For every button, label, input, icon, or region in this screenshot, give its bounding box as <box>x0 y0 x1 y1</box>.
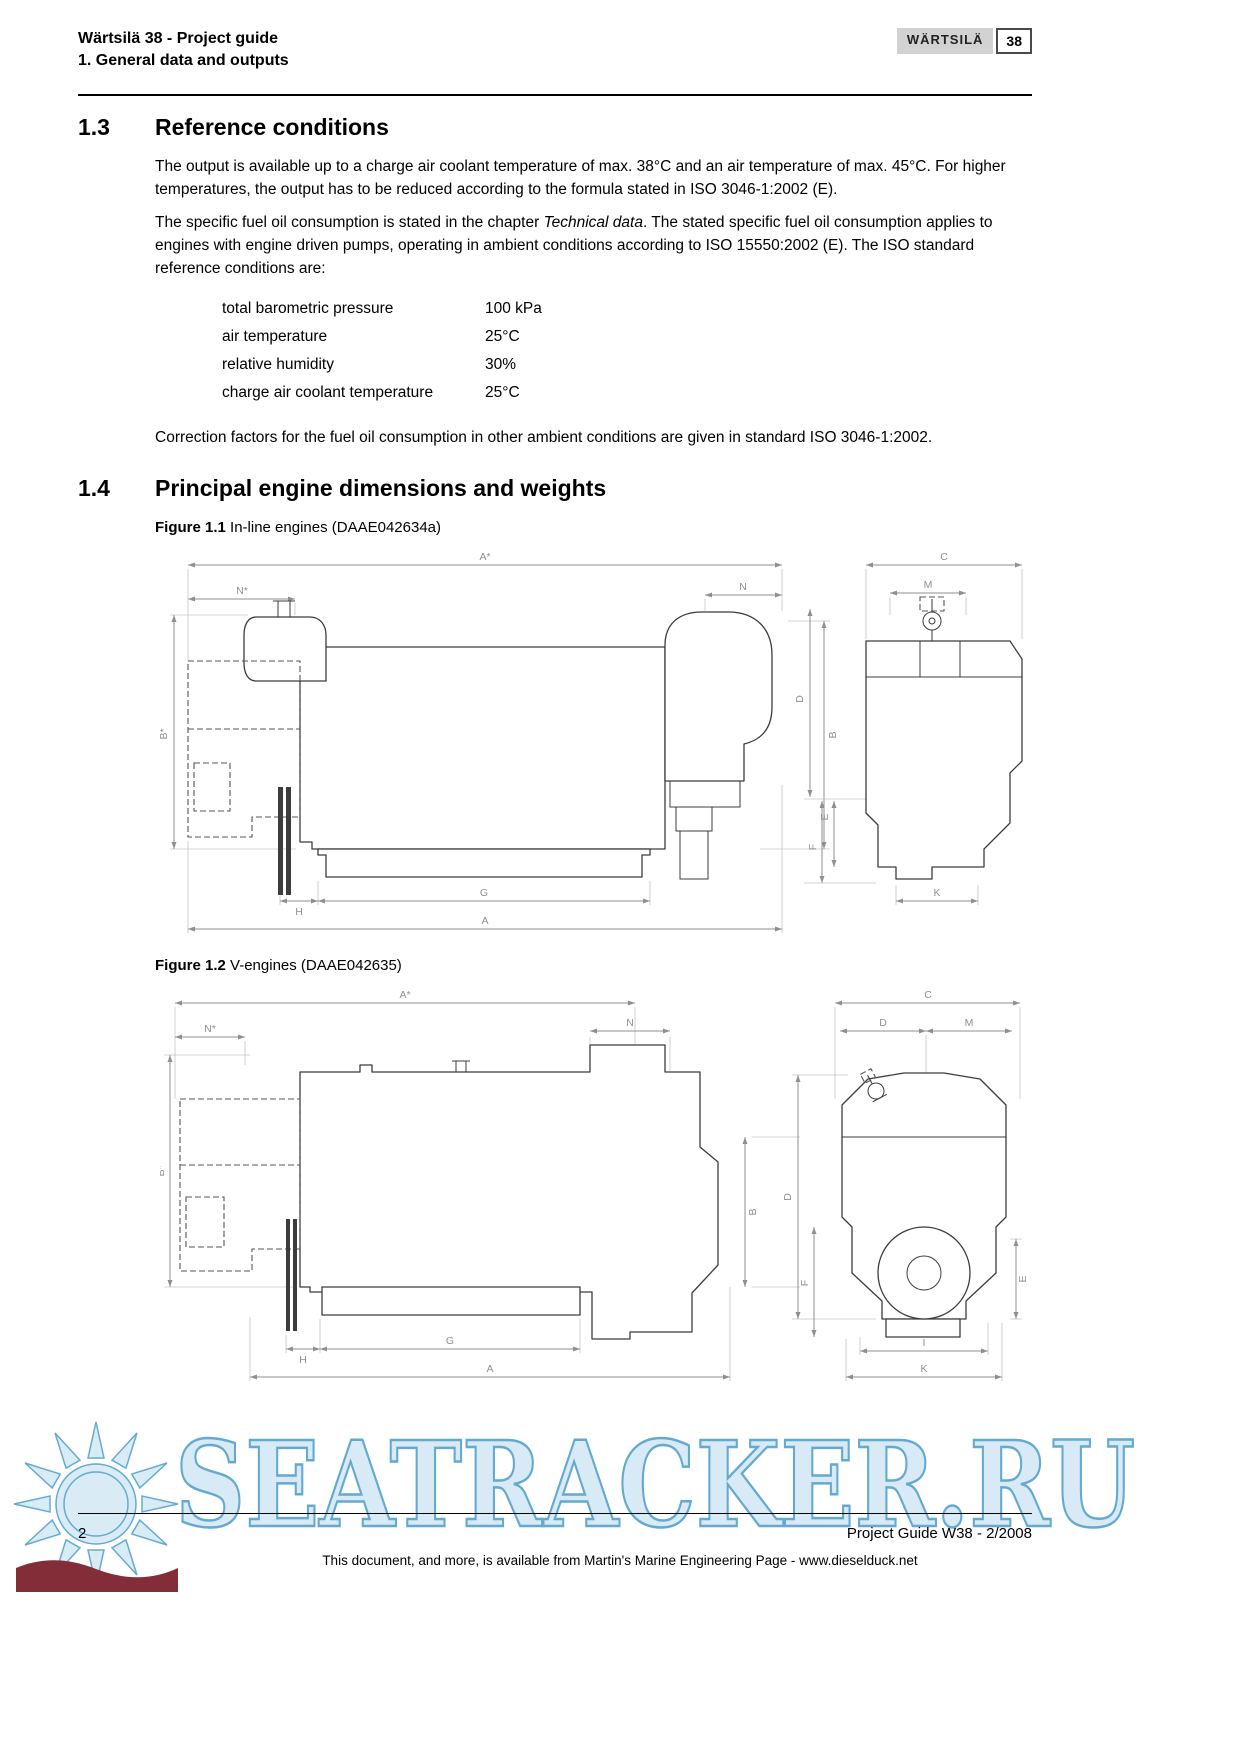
dim-label-c: C <box>924 989 932 1001</box>
dim-label-k: K <box>933 887 940 899</box>
engine-side-oil-sump <box>321 1286 581 1316</box>
header-titles: Wärtsilä 38 - Project guide 1. General d… <box>78 28 289 72</box>
paragraph-text: The specific fuel oil consumption is sta… <box>155 214 544 231</box>
condition-label: total barometric pressure <box>222 299 394 317</box>
flywheel-plate <box>286 787 291 895</box>
flywheel-plate <box>278 787 283 895</box>
footer-document-reference: Project Guide W38 - 2/2008 <box>846 1525 1032 1542</box>
dim-label-h: H <box>299 1354 307 1366</box>
engine-side-turbo-housing <box>664 611 773 782</box>
figure-1-1-drawing: A* N* N B* B H G A <box>160 551 1023 933</box>
flywheel-plate <box>293 1219 297 1331</box>
section-number: 1.3 <box>78 114 110 140</box>
dim-label-k: K <box>920 1363 927 1375</box>
paragraph: Correction factors for the fuel oil cons… <box>155 429 933 446</box>
dim-label-g: G <box>446 1335 454 1347</box>
dim-label-b: B <box>747 1208 759 1215</box>
condition-value: 100 kPa <box>485 299 542 317</box>
dim-label-b-star: B* <box>160 728 170 739</box>
reference-conditions-table: total barometric pressure 100 kPa air te… <box>222 294 1032 406</box>
dim-label-i: I <box>923 1337 926 1349</box>
section-1-4-heading: 1.4 Principal engine dimensions and weig… <box>78 475 1032 502</box>
page-content: 1.3 Reference conditions The output is a… <box>78 114 1032 1417</box>
brand-logo: WÄRTSILÄ 38 <box>896 28 1032 54</box>
condition-value: 25°C <box>485 327 520 345</box>
condition-label: charge air coolant temperature <box>222 383 434 401</box>
section-title: Reference conditions <box>155 114 389 140</box>
dim-label-g: G <box>480 887 488 899</box>
section-1-4-body: Figure 1.1 In-line engines (DAAE042634a)… <box>155 516 1032 1417</box>
paragraph: The output is available up to a charge a… <box>155 158 1006 198</box>
italic-chapter-reference: Technical data <box>543 214 643 231</box>
chapter-title: 1. General data and outputs <box>78 52 289 69</box>
condition-row: charge air coolant temperature 25°C <box>222 378 1032 406</box>
condition-value: 30% <box>485 355 517 373</box>
figure-1-2-drawing: A* N* N B* B H G A <box>160 989 1029 1381</box>
section-reference-conditions: 1.3 Reference conditions The output is a… <box>78 114 1032 449</box>
section-engine-dimensions: 1.4 Principal engine dimensions and weig… <box>78 475 1032 1417</box>
flywheel-plate <box>286 1219 290 1331</box>
figure-1-2-caption: Figure 1.2 V-engines (DAAE042635) <box>155 954 1032 977</box>
dim-label-a-star: A* <box>399 989 410 1001</box>
condition-row: air temperature 25°C <box>222 322 1032 350</box>
dim-label-m: M <box>965 1017 974 1029</box>
engine-end-oil-sump <box>885 1318 961 1338</box>
header-rule <box>78 94 1032 96</box>
dim-label-d: D <box>794 695 806 703</box>
figure-caption-text: In-line engines (DAAE042634a) <box>230 519 441 536</box>
figure-label: Figure 1.2 <box>155 957 226 974</box>
engine-side-oil-sump <box>317 848 651 878</box>
figure-caption-text: V-engines (DAAE042635) <box>230 957 402 974</box>
footer-source-note: This document, and more, is available fr… <box>322 1553 918 1568</box>
section-number: 1.4 <box>78 475 110 501</box>
page-header: Wärtsilä 38 - Project guide 1. General d… <box>78 28 1032 72</box>
figure-1-1-caption: Figure 1.1 In-line engines (DAAE042634a) <box>155 516 1032 539</box>
paragraph: The specific fuel oil consumption is sta… <box>155 211 1032 280</box>
figure-label: Figure 1.1 <box>155 519 226 536</box>
paragraph-text: . The stated specific fuel oil consumpti… <box>155 214 993 277</box>
dim-label-f: F <box>807 844 819 850</box>
dim-label-b: B <box>827 731 839 738</box>
engine-side-cooler <box>243 616 327 682</box>
engine-end-view-body <box>865 640 1023 880</box>
dim-label-n: N <box>739 581 747 593</box>
brand-number-badge: 38 <box>996 28 1032 54</box>
engine-side-view-block <box>299 646 666 850</box>
section-1-3-heading: 1.3 Reference conditions <box>78 114 1032 141</box>
condition-row: total barometric pressure 100 kPa <box>222 294 1032 322</box>
brand-wordmark: WÄRTSILÄ <box>896 28 994 54</box>
dim-label-d-top: D <box>879 1017 887 1029</box>
dim-label-m: M <box>924 579 933 591</box>
dim-label-d: D <box>782 1193 794 1201</box>
dim-label-e: E <box>819 813 831 820</box>
footer-rule <box>78 1513 1032 1514</box>
dim-label-b-star: B* <box>160 1165 167 1176</box>
dim-label-n: N <box>626 1017 634 1029</box>
condition-label: relative humidity <box>222 355 334 373</box>
condition-label: air temperature <box>222 327 328 345</box>
dim-label-a: A <box>481 915 488 927</box>
dim-label-h: H <box>295 906 303 918</box>
piston-schematic <box>859 1068 888 1103</box>
condition-value: 25°C <box>485 383 520 401</box>
condition-row: relative humidity 30% <box>222 350 1032 378</box>
doc-title: Wärtsilä 38 - Project guide <box>78 30 279 47</box>
dim-label-a-star: A* <box>479 551 490 563</box>
dim-label-a: A <box>486 1363 493 1375</box>
engine-side-dashed-module <box>187 660 301 838</box>
dim-label-c: C <box>940 551 948 563</box>
dim-label-e: E <box>1017 1275 1029 1282</box>
dim-label-f: F <box>799 1280 811 1286</box>
dim-label-n-star: N* <box>204 1023 216 1035</box>
flywheel-circle <box>877 1226 971 1320</box>
engine-side-dashed-module <box>179 1098 301 1272</box>
dim-label-n-star: N* <box>236 585 248 597</box>
section-1-3-body: The output is available up to a charge a… <box>155 155 1032 449</box>
section-title: Principal engine dimensions and weights <box>155 475 607 501</box>
